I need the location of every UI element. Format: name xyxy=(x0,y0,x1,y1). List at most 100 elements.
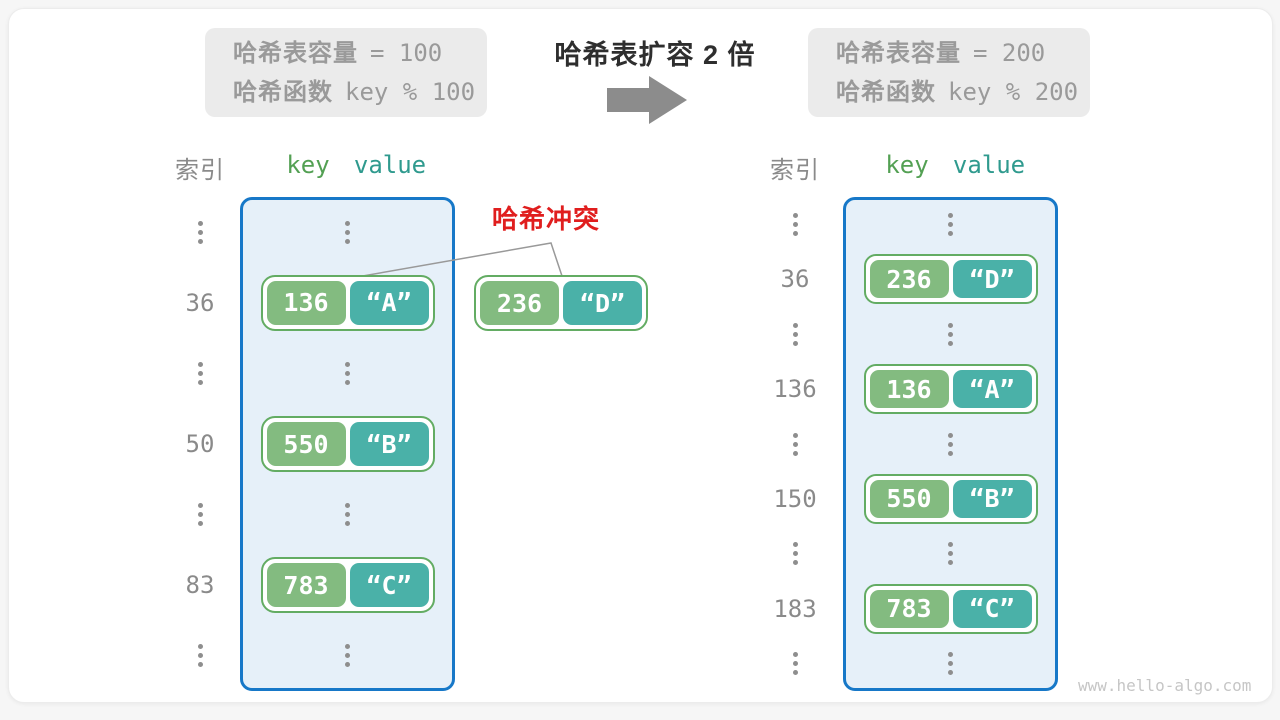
kv-pair: 136“A” xyxy=(260,274,435,331)
index-header: 索引 xyxy=(770,157,820,184)
index-cell xyxy=(170,503,230,527)
ellipsis-dots-icon xyxy=(345,220,350,244)
bucket-slot: 136“A” xyxy=(240,274,455,331)
index-cell: 83 xyxy=(185,571,215,600)
bucket-slot xyxy=(843,212,1058,236)
index-cell xyxy=(170,644,230,668)
index-cell: 150 xyxy=(773,484,817,513)
ellipsis-dots-icon xyxy=(197,644,203,668)
value-header: value xyxy=(952,151,1026,179)
key-cell: 136 xyxy=(266,280,346,325)
ellipsis-dots-icon xyxy=(948,212,953,236)
capacity-value: = 100 xyxy=(370,38,443,67)
table-row xyxy=(765,526,1058,581)
hash-fn-line: 哈希函数 key % 200 xyxy=(836,75,1090,110)
value-cell: “C” xyxy=(952,589,1032,628)
bucket-slot xyxy=(240,220,455,244)
value-header: value xyxy=(353,151,427,179)
kv-pair: 783“C” xyxy=(260,557,435,614)
ellipsis-dots-icon xyxy=(792,432,798,456)
value-cell: “D” xyxy=(952,260,1032,299)
table-row xyxy=(170,197,463,268)
ellipsis-dots-icon xyxy=(197,503,203,527)
ellipsis-dots-icon xyxy=(345,644,350,668)
ellipsis-dots-icon xyxy=(948,542,953,566)
key-cell: 550 xyxy=(869,479,949,518)
ellipsis-dots-icon xyxy=(948,432,953,456)
index-cell: 183 xyxy=(773,594,817,623)
index-header: 索引 xyxy=(175,157,225,184)
index-cell: 136 xyxy=(773,375,817,404)
kv-pair: 236 “D” xyxy=(474,275,648,331)
value-cell: “B” xyxy=(952,479,1032,518)
index-cell xyxy=(765,542,825,566)
collision-pair: 236 “D” xyxy=(474,275,648,331)
ellipsis-dots-icon xyxy=(345,503,350,527)
table-row xyxy=(170,338,463,409)
hash-fn-line: 哈希函数 key % 100 xyxy=(233,75,487,110)
table-row: 150 550“B” xyxy=(765,471,1058,526)
index-cell xyxy=(765,652,825,676)
capacity-label: 哈希表容量 xyxy=(836,39,961,67)
ellipsis-dots-icon xyxy=(948,322,953,346)
bucket-slot: 783“C” xyxy=(843,583,1058,634)
capacity-value: = 200 xyxy=(973,38,1046,67)
table-row xyxy=(765,417,1058,472)
bucket-slot xyxy=(843,432,1058,456)
bucket-slot xyxy=(240,644,455,668)
index-cell xyxy=(765,432,825,456)
capacity-box-before: 哈希表容量 = 100 哈希函数 key % 100 xyxy=(205,28,487,117)
expand-title: 哈希表扩容 2 倍 xyxy=(554,40,756,70)
table-row: 36 136“A” xyxy=(170,268,463,339)
table-row xyxy=(170,620,463,691)
key-cell: 236 xyxy=(869,260,949,299)
hash-fn-value: key % 200 xyxy=(948,77,1079,106)
index-cell: 36 xyxy=(185,288,215,317)
ellipsis-dots-icon xyxy=(345,361,350,385)
bucket-slot xyxy=(240,503,455,527)
value-cell: “A” xyxy=(952,370,1032,409)
value-cell: “C” xyxy=(349,563,429,608)
right-arrow-icon xyxy=(607,76,687,124)
key-header: key xyxy=(885,151,929,179)
ellipsis-dots-icon xyxy=(197,361,203,385)
watermark: www.hello-algo.com xyxy=(1078,676,1252,695)
key-header: key xyxy=(286,151,330,179)
capacity-label: 哈希表容量 xyxy=(233,39,358,67)
table-row: 183 783“C” xyxy=(765,581,1058,636)
index-cell xyxy=(765,322,825,346)
key-cell: 783 xyxy=(266,563,346,608)
table-row xyxy=(765,197,1058,252)
kv-pair: 550“B” xyxy=(260,416,435,473)
kv-pair: 136“A” xyxy=(863,364,1038,415)
index-cell xyxy=(170,220,230,244)
bucket-slot: 550“B” xyxy=(843,473,1058,524)
ellipsis-dots-icon xyxy=(792,542,798,566)
bucket-slot: 236“D” xyxy=(843,254,1058,305)
bucket-slot: 136“A” xyxy=(843,364,1058,415)
bucket-slot xyxy=(843,322,1058,346)
bucket-slot xyxy=(843,542,1058,566)
ellipsis-dots-icon xyxy=(792,322,798,346)
table-row: 83 783“C” xyxy=(170,550,463,621)
capacity-box-after: 哈希表容量 = 200 哈希函数 key % 200 xyxy=(808,28,1090,117)
kv-pair: 236“D” xyxy=(863,254,1038,305)
ellipsis-dots-icon xyxy=(948,652,953,676)
index-cell xyxy=(170,361,230,385)
collision-label: 哈希冲突 xyxy=(492,204,601,234)
kv-pair: 783“C” xyxy=(863,583,1038,634)
value-cell: “B” xyxy=(349,422,429,467)
key-cell: 236 xyxy=(480,281,559,325)
bucket-slot xyxy=(240,361,455,385)
ellipsis-dots-icon xyxy=(792,212,798,236)
capacity-line: 哈希表容量 = 100 xyxy=(233,36,487,71)
table-row xyxy=(765,636,1058,691)
capacity-line: 哈希表容量 = 200 xyxy=(836,36,1090,71)
hash-fn-label: 哈希函数 xyxy=(836,78,936,106)
key-cell: 136 xyxy=(869,370,949,409)
